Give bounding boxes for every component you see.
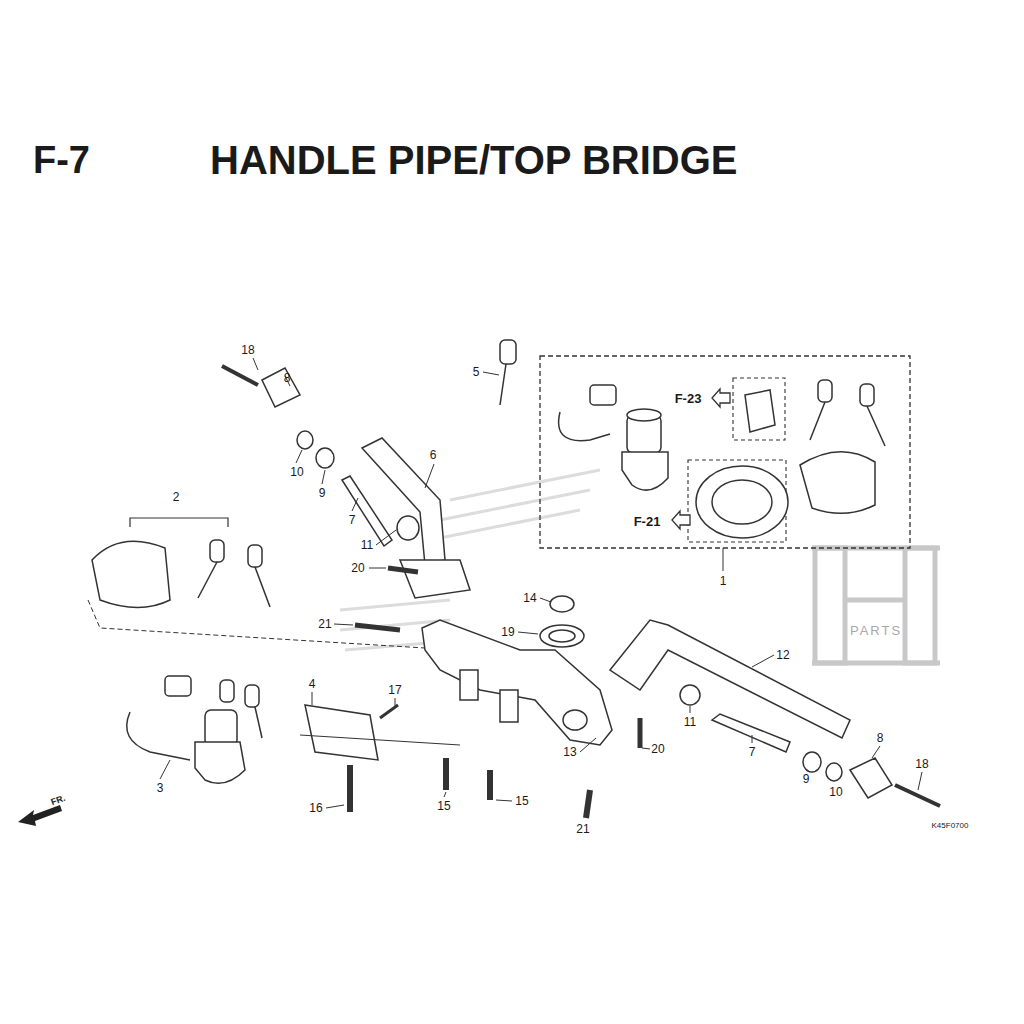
callout-number: 5 <box>473 366 480 378</box>
callout-number: 20 <box>651 743 664 755</box>
direction-mark: FR. <box>50 793 67 806</box>
callout-number: 18 <box>915 758 928 770</box>
callout-number: 15 <box>437 800 450 812</box>
drawing-code: K45F0700 <box>932 822 969 830</box>
callout-number: 6 <box>430 449 437 461</box>
callout-number: 4 <box>309 678 316 690</box>
callout-number: 8 <box>877 732 884 744</box>
callout-number: 12 <box>776 649 789 661</box>
callout-number: 9 <box>319 487 326 499</box>
callout-number: 11 <box>361 539 373 551</box>
callout-number: 8 <box>284 372 291 384</box>
callout-number: 17 <box>388 684 401 696</box>
callout-number: 19 <box>501 626 514 638</box>
callout-number: 14 <box>523 592 536 604</box>
callout-number: 15 <box>515 795 528 807</box>
section-reference: F-23 <box>675 392 702 405</box>
callout-number: 7 <box>349 514 356 526</box>
callout-number: 2 <box>173 491 180 503</box>
callout-number: 20 <box>351 562 364 574</box>
section-reference: F-21 <box>634 515 661 528</box>
callout-number: 7 <box>749 746 756 758</box>
callout-number: 16 <box>309 802 322 814</box>
callout-number: 9 <box>803 773 810 785</box>
callout-number: 10 <box>829 786 842 798</box>
callout-number: 21 <box>318 618 331 630</box>
watermark-text: PARTS <box>850 624 902 637</box>
callout-number: 21 <box>576 823 589 835</box>
callout-number: 1 <box>720 575 727 587</box>
figure-number: F-7 <box>33 141 90 179</box>
callout-number: 11 <box>684 716 696 728</box>
callout-number: 10 <box>290 466 303 478</box>
diagram-title: HANDLE PIPE/TOP BRIDGE <box>210 140 738 180</box>
callout-number: 18 <box>241 344 254 356</box>
callout-number: 3 <box>157 782 164 794</box>
callout-number: 13 <box>563 746 576 758</box>
